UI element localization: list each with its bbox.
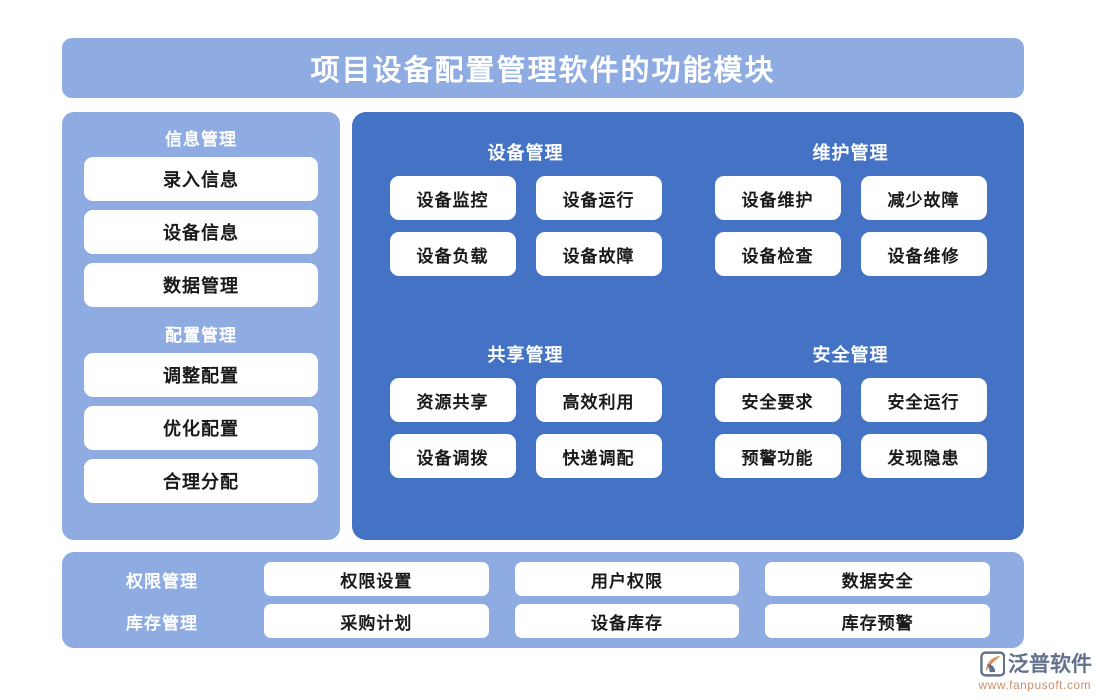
chip-shebei-yunxing[interactable]: 设备运行: [535, 176, 662, 220]
quadrant-equipment-management: 设备管理 设备监控 设备运行 设备负载 设备故障: [370, 126, 681, 324]
quadrant-heading-sharing: 共享管理: [487, 345, 564, 365]
sidebar-item-shuju-guanli[interactable]: 数据管理: [84, 263, 318, 307]
chip-gaoxiao-liyong[interactable]: 高效利用: [535, 378, 662, 422]
sidebar-item-luru-xinxi[interactable]: 录入信息: [84, 157, 318, 201]
sidebar-group-heading-info: 信息管理: [165, 130, 237, 149]
chip-shebei-weixiu[interactable]: 设备维修: [860, 232, 987, 276]
watermark-brand-text: 泛普软件: [1008, 652, 1092, 676]
chip-ziyuan-gongxiang[interactable]: 资源共享: [389, 378, 516, 422]
chip-shebei-weihu[interactable]: 设备维护: [714, 176, 841, 220]
bottom-card-shuju-anquan[interactable]: 数据安全: [765, 562, 991, 596]
sidebar-item-youhua-peizhi[interactable]: 优化配置: [84, 406, 318, 450]
bottom-card-shebei-kucun[interactable]: 设备库存: [514, 604, 740, 638]
quadrant-grid-sharing: 资源共享 高效利用 设备调拨 快递调配: [389, 378, 662, 478]
sidebar-item-shebei-xinxi[interactable]: 设备信息: [84, 210, 318, 254]
quadrant-sharing-management: 共享管理 资源共享 高效利用 设备调拨 快递调配: [370, 328, 681, 526]
sidebar: 信息管理 录入信息 设备信息 数据管理 配置管理 调整配置 优化配置 合理分配: [62, 112, 340, 540]
quadrant-heading-safety: 安全管理: [812, 345, 889, 365]
page-title: 项目设备配置管理软件的功能模块: [310, 55, 776, 87]
quadrant-grid-equipment: 设备监控 设备运行 设备负载 设备故障: [389, 176, 662, 276]
chip-shebei-jiankong[interactable]: 设备监控: [389, 176, 516, 220]
sidebar-item-heli-fenpei[interactable]: 合理分配: [84, 459, 318, 503]
quadrant-heading-equipment: 设备管理: [487, 143, 564, 163]
bottom-card-quanxian-shezhi[interactable]: 权限设置: [264, 562, 489, 596]
fanpu-logo-icon: [979, 651, 1005, 677]
bottom-panel: 权限管理 权限设置 用户权限 数据安全 库存管理 采购计划 设备库存 库存预警: [62, 552, 1024, 648]
watermark: 泛普软件 www.fanpusoft.com: [978, 651, 1092, 692]
sidebar-item-tiaozheng-peizhi[interactable]: 调整配置: [84, 353, 318, 397]
chip-kuaidi-diaopei[interactable]: 快递调配: [535, 434, 662, 478]
chip-yujing-gongneng[interactable]: 预警功能: [714, 434, 841, 478]
chip-shebei-diaobo[interactable]: 设备调拨: [389, 434, 516, 478]
quadrant-safety-management: 安全管理 安全要求 安全运行 预警功能 发现隐患: [695, 328, 1006, 526]
quadrant-grid-maintenance: 设备维护 减少故障 设备检查 设备维修: [714, 176, 987, 276]
bottom-card-yonghu-quanxian[interactable]: 用户权限: [514, 562, 740, 596]
quadrant-maintenance-management: 维护管理 设备维护 减少故障 设备检查 设备维修: [695, 126, 1006, 324]
watermark-brand-row: 泛普软件: [979, 651, 1092, 677]
chip-shebei-guzhang[interactable]: 设备故障: [535, 232, 662, 276]
chip-shebei-jiancha[interactable]: 设备检查: [714, 232, 841, 276]
chip-jianshao-guzhang[interactable]: 减少故障: [860, 176, 987, 220]
watermark-url-text: www.fanpusoft.com: [978, 678, 1091, 692]
sidebar-group-heading-config: 配置管理: [165, 326, 237, 345]
bottom-card-kucun-yujing[interactable]: 库存预警: [765, 604, 991, 638]
page-title-bar: 项目设备配置管理软件的功能模块: [62, 38, 1024, 98]
bottom-row-label-inventory: 库存管理: [126, 613, 198, 633]
main-panel: 设备管理 设备监控 设备运行 设备负载 设备故障 维护管理 设备维护 减少故障 …: [352, 112, 1024, 540]
bottom-row-inventory: 库存管理 采购计划 设备库存 库存预警: [86, 604, 991, 638]
bottom-card-caigou-jihua[interactable]: 采购计划: [264, 604, 489, 638]
chip-shebei-fuzai[interactable]: 设备负载: [389, 232, 516, 276]
quadrant-grid-safety: 安全要求 安全运行 预警功能 发现隐患: [714, 378, 987, 478]
chip-anquan-yunxing[interactable]: 安全运行: [860, 378, 987, 422]
quadrant-heading-maintenance: 维护管理: [812, 143, 889, 163]
chip-faxian-yinhuan[interactable]: 发现隐患: [860, 434, 987, 478]
bottom-row-permission: 权限管理 权限设置 用户权限 数据安全: [86, 562, 991, 596]
bottom-row-label-permission: 权限管理: [126, 571, 198, 591]
chip-anquan-yaoqiu[interactable]: 安全要求: [714, 378, 841, 422]
